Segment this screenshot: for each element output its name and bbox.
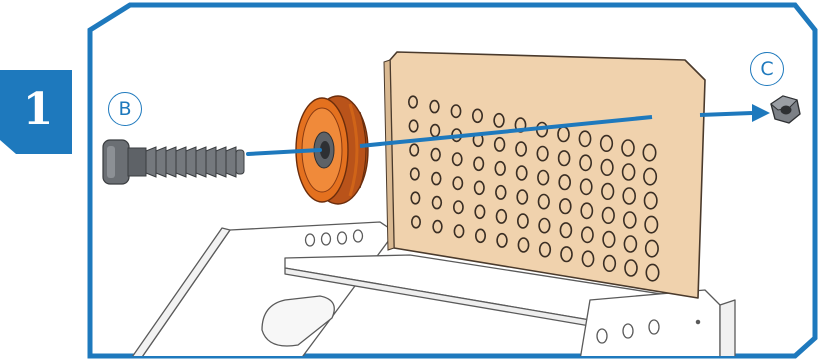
bolt-thread: [186, 147, 196, 177]
bolt-thread: [216, 147, 226, 177]
bolt-thread: [196, 147, 206, 177]
bolt-thread: [166, 147, 176, 177]
part-letter-c: C: [760, 58, 773, 80]
part-letter-b: B: [118, 98, 131, 120]
bolt-thread: [146, 147, 156, 177]
bolt-thread: [156, 147, 166, 177]
part-label-nut: C: [750, 52, 784, 86]
bolt-thread: [176, 147, 186, 177]
part-label-bolt: B: [108, 92, 142, 126]
step-number: 1: [8, 82, 68, 138]
bolt-thread: [206, 147, 216, 177]
bolt-thread: [226, 147, 236, 177]
